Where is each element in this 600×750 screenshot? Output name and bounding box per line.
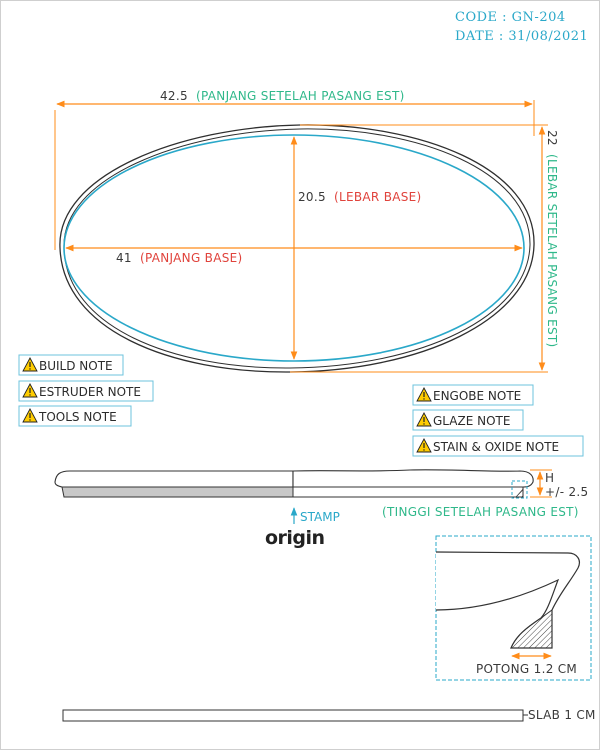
drawing-date: DATE : 31/08/2021: [455, 29, 588, 44]
slab-outline: [62, 709, 524, 722]
stamp-indicator: STAMP origin: [265, 507, 340, 549]
svg-text:20.5 (LEBAR BASE): 20.5 (LEBAR BASE): [298, 190, 422, 204]
note-build[interactable]: BUILD NOTE: [18, 354, 124, 376]
note-tools[interactable]: TOOLS NOTE: [18, 405, 132, 427]
note-stain-oxide[interactable]: STAIN & OXIDE NOTE: [412, 435, 584, 457]
detail-cut-section: [510, 609, 553, 649]
plate-outer-rim: [59, 124, 535, 373]
plate-base-outline: [63, 134, 525, 362]
detail-view: POTONG 1.2 CM: [435, 535, 592, 681]
note-engobe-label: ENGOBE NOTE: [433, 389, 521, 403]
base-width-label: (LEBAR BASE): [334, 190, 421, 204]
note-estruder-label: ESTRUDER NOTE: [39, 385, 141, 399]
product-code: CODE : GN-204: [455, 10, 566, 25]
plate-side-view: [54, 469, 534, 499]
height-value: +/- 2.5: [545, 485, 588, 499]
length-after-install-label: (PANJANG SETELAH PASANG EST): [196, 89, 405, 103]
warning-icon: [416, 438, 432, 453]
origin-logo: origin: [265, 527, 325, 549]
height-note: (TINGGI SETELAH PASANG EST): [382, 505, 579, 519]
warning-icon: [22, 383, 38, 398]
note-build-label: BUILD NOTE: [39, 359, 113, 373]
note-estruder[interactable]: ESTRUDER NOTE: [18, 380, 154, 402]
slab-label: SLAB 1 CM: [528, 708, 596, 722]
base-length-label: (PANJANG BASE): [140, 251, 243, 265]
note-stain-oxide-label: STAIN & OXIDE NOTE: [433, 440, 559, 454]
svg-text:22 (LEBAR SETELAH PASANG: 22 (LEBAR SETELAH PASANG EST): [545, 130, 559, 348]
height-dimension: H +/- 2.5 (TINGGI SETELAH PASANG EST): [382, 469, 588, 519]
base-length-dimension: 41 (PANJANG BASE): [65, 244, 523, 265]
slab-view: SLAB 1 CM: [62, 708, 596, 722]
length-dimension: 42.5 (PANJANG SETELAH PASANG EST): [54, 89, 535, 250]
base-width-value: 20.5: [298, 190, 326, 204]
base-width-dimension: 20.5 (LEBAR BASE): [290, 136, 422, 360]
plate-top-view: [59, 124, 535, 373]
width-after-install-value: 22: [545, 130, 559, 146]
stamp-label: STAMP: [300, 510, 340, 524]
cut-label: POTONG 1.2 CM: [476, 662, 577, 676]
note-glaze-label: GLAZE NOTE: [433, 414, 510, 428]
detail-callout-box: [511, 480, 528, 499]
warning-icon: [22, 408, 38, 423]
base-length-value: 41: [116, 251, 132, 265]
plate-inner-rim: [63, 128, 531, 369]
svg-text:41 (PANJANG BASE): 41 (PANJANG BASE): [116, 251, 243, 265]
height-label: H: [545, 471, 554, 485]
warning-icon: [416, 412, 432, 427]
warning-icon: [22, 357, 38, 372]
warning-icon: [416, 387, 432, 402]
width-after-install-label: (LEBAR SETELAH PASANG EST): [545, 154, 559, 348]
width-dimension: 22 (LEBAR SETELAH PASANG EST): [290, 124, 559, 373]
note-glaze[interactable]: GLAZE NOTE: [412, 409, 524, 431]
note-engobe[interactable]: ENGOBE NOTE: [412, 384, 534, 406]
note-tools-label: TOOLS NOTE: [38, 410, 117, 424]
length-after-install-value: 42.5: [160, 89, 188, 103]
svg-text:42.5 (PANJANG SETELAH PA: 42.5 (PANJANG SETELAH PASANG EST): [160, 89, 405, 103]
